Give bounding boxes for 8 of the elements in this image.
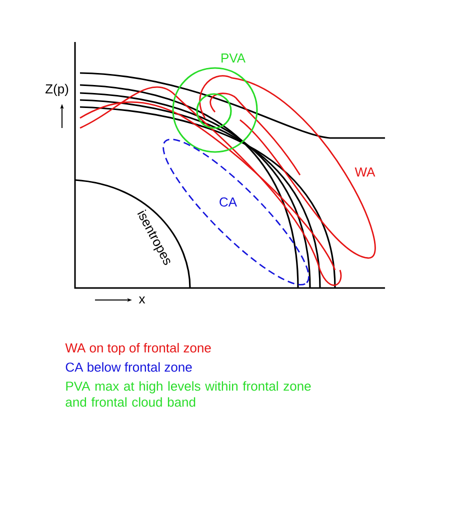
axis-label: x xyxy=(138,296,146,304)
note-text: CA below frontal zone xyxy=(66,362,192,372)
note-text: PVA max at high levels within frontal zone and frontal cloud band xyxy=(66,381,311,407)
axis-label: Z(p) xyxy=(46,84,68,96)
region-label: PVA xyxy=(222,54,246,62)
region-label: WA xyxy=(354,168,376,176)
region-label: CA xyxy=(220,197,237,207)
note-text: WA on top of frontal zone xyxy=(65,342,211,356)
